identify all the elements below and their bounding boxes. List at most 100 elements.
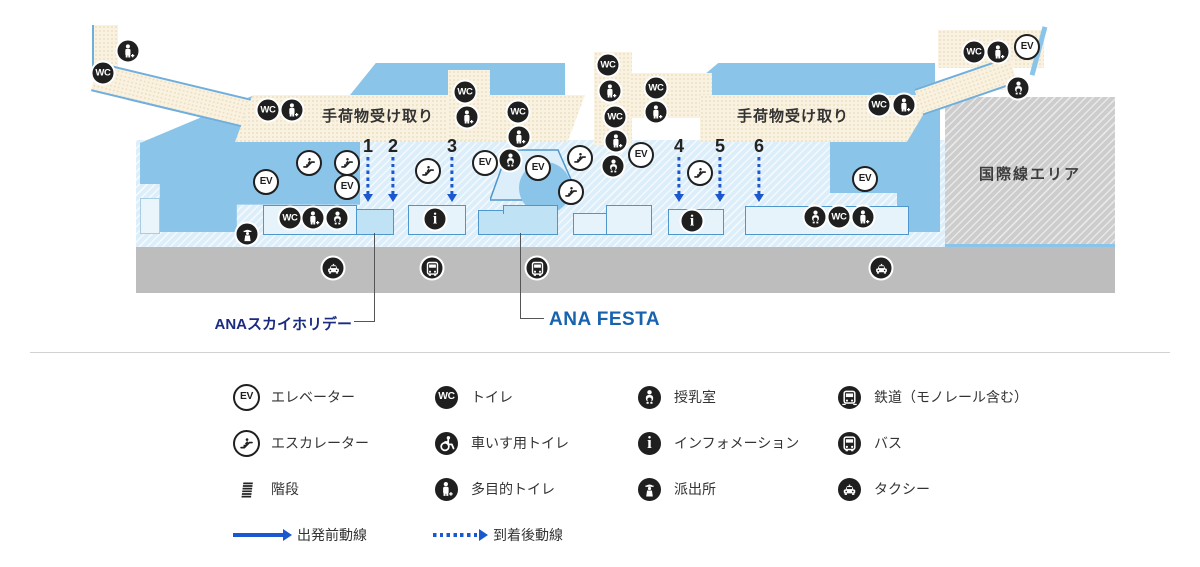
elevator-icon-text: EV bbox=[1020, 41, 1034, 53]
toilet-icon-text: WC bbox=[457, 86, 473, 98]
baggage-claim-left-label: 手荷物受け取り bbox=[322, 108, 435, 125]
toilet-icon-text: WC bbox=[600, 59, 616, 71]
elevator-icon-text: EV bbox=[340, 181, 354, 193]
elevator-icon-text: EV bbox=[259, 176, 273, 188]
nursing-room-icon bbox=[324, 205, 350, 231]
legend-item-information: i インフォメーション bbox=[636, 429, 836, 457]
bus-icon bbox=[419, 255, 445, 281]
information-icon-text: i bbox=[689, 212, 695, 230]
bus-icon bbox=[524, 255, 550, 281]
dotted-arrow-icon bbox=[433, 528, 488, 542]
left-small-room bbox=[140, 198, 160, 234]
police-box-icon bbox=[636, 475, 663, 503]
elevator-icon: EV bbox=[233, 383, 260, 411]
legend-label: バス bbox=[874, 435, 902, 451]
arrival-flow-arrow-head bbox=[447, 194, 457, 202]
toilet-icon-text: WC bbox=[607, 111, 623, 123]
multipurpose-toilet-icon bbox=[454, 104, 480, 130]
taxi-icon bbox=[836, 475, 863, 503]
ana-festa-label: ANA FESTA bbox=[549, 309, 661, 330]
elevator-icon: EV bbox=[1014, 34, 1040, 60]
multipurpose-toilet-icon bbox=[300, 205, 326, 231]
elevator-icon: EV bbox=[253, 169, 279, 195]
multipurpose-toilet-icon bbox=[985, 39, 1011, 65]
information-icon: i bbox=[636, 429, 663, 457]
nursing-room-icon bbox=[636, 383, 663, 411]
multipurpose-toilet-icon bbox=[643, 99, 669, 125]
arrival-road bbox=[136, 247, 1115, 293]
arrival-flow-arrow-head bbox=[363, 194, 373, 202]
legend-label: 授乳室 bbox=[674, 389, 716, 405]
elevator-icon: EV bbox=[525, 155, 551, 181]
toilet-icon: WC bbox=[826, 204, 852, 230]
international-area-label: 国際線エリア bbox=[978, 166, 1081, 183]
wheelchair-toilet-icon bbox=[433, 429, 460, 457]
multipurpose-toilet-icon bbox=[891, 92, 917, 118]
carousel-number-4: 4 bbox=[673, 136, 685, 156]
shop-ana-sky-holiday bbox=[356, 209, 394, 235]
toilet-icon: WC bbox=[961, 39, 987, 65]
center-box-1 bbox=[573, 213, 609, 235]
legend-label: エスカレーター bbox=[271, 435, 369, 451]
toilet-icon: WC bbox=[595, 52, 621, 78]
taxi-icon bbox=[868, 255, 894, 281]
carousel-number-2: 2 bbox=[387, 136, 399, 156]
legend-label: 車いす用トイレ bbox=[471, 435, 569, 451]
international-area-base bbox=[945, 244, 1115, 249]
toilet-icon-text: WC bbox=[282, 212, 298, 224]
toilet-icon: WC bbox=[277, 205, 303, 231]
arrival-flow-arrow-head bbox=[754, 194, 764, 202]
carousel-number-5: 5 bbox=[714, 136, 726, 156]
multipurpose-toilet-icon bbox=[603, 128, 629, 154]
toilet-icon: WC bbox=[90, 60, 116, 86]
legend-separator bbox=[30, 352, 1170, 353]
legend-label: 出発前動線 bbox=[297, 527, 367, 543]
information-icon: i bbox=[422, 206, 448, 232]
right-top-service-area bbox=[680, 63, 935, 95]
legend-item-bus: バス bbox=[836, 429, 1028, 457]
taxi-icon bbox=[320, 255, 346, 281]
center-box-2 bbox=[606, 205, 652, 235]
toilet-icon: WC bbox=[866, 92, 892, 118]
legend-label: 多目的トイレ bbox=[471, 481, 555, 497]
toilet-icon-text: WC bbox=[831, 211, 847, 223]
legend-label: タクシー bbox=[874, 481, 930, 497]
elevator-icon: EV bbox=[852, 166, 878, 192]
toilet-icon: WC bbox=[643, 75, 669, 101]
arrival-flow-arrow-line bbox=[757, 157, 761, 194]
legend-item-nursing-room: 授乳室 bbox=[636, 383, 836, 411]
solid-arrow-icon bbox=[233, 528, 292, 542]
arrival-flow-arrow-line bbox=[718, 157, 722, 194]
legend-flow-dotted: 到着後動線 bbox=[433, 525, 636, 545]
train-icon bbox=[836, 383, 863, 411]
nursing-room-icon bbox=[1005, 75, 1031, 101]
arrival-flow-arrow-head bbox=[715, 194, 725, 202]
legend-label: 階段 bbox=[271, 481, 299, 497]
multipurpose-toilet-icon bbox=[597, 78, 623, 104]
shop-ana-festa-notch bbox=[503, 205, 558, 214]
elevator-icon: EV bbox=[472, 150, 498, 176]
elevator-icon-text: EV bbox=[478, 157, 492, 169]
legend-flow-solid: 出発前動線 bbox=[233, 525, 433, 545]
escalator-icon bbox=[415, 158, 441, 184]
legend-label: インフォメーション bbox=[674, 435, 800, 451]
escalator-icon bbox=[296, 150, 322, 176]
elevator-icon-text: EV bbox=[634, 149, 648, 161]
arrival-flow-arrow-head bbox=[674, 194, 684, 202]
multipurpose-toilet-icon bbox=[850, 204, 876, 230]
toilet-icon-text: WC bbox=[95, 67, 111, 79]
nursing-room-icon bbox=[802, 204, 828, 230]
terminal-floor-map: 国際線エリア 手荷物受け取り 手荷物受け取り ANAスカイホリデー ANA FE… bbox=[90, 25, 1115, 333]
arrival-flow-arrow-line bbox=[450, 157, 454, 194]
arrival-flow-arrow-line bbox=[677, 157, 681, 194]
legend-item-train: 鉄道（モノレール含む） bbox=[836, 383, 1028, 411]
top-left-walkway bbox=[90, 62, 262, 131]
elevator-icon-text: EV bbox=[239, 390, 254, 402]
escalator-icon bbox=[687, 160, 713, 186]
escalator-icon bbox=[233, 429, 260, 457]
legend-item-taxi: タクシー bbox=[836, 475, 1028, 503]
right-service-block bbox=[830, 140, 940, 193]
information-icon-text: i bbox=[432, 210, 438, 228]
legend-label: エレベーター bbox=[271, 389, 355, 405]
